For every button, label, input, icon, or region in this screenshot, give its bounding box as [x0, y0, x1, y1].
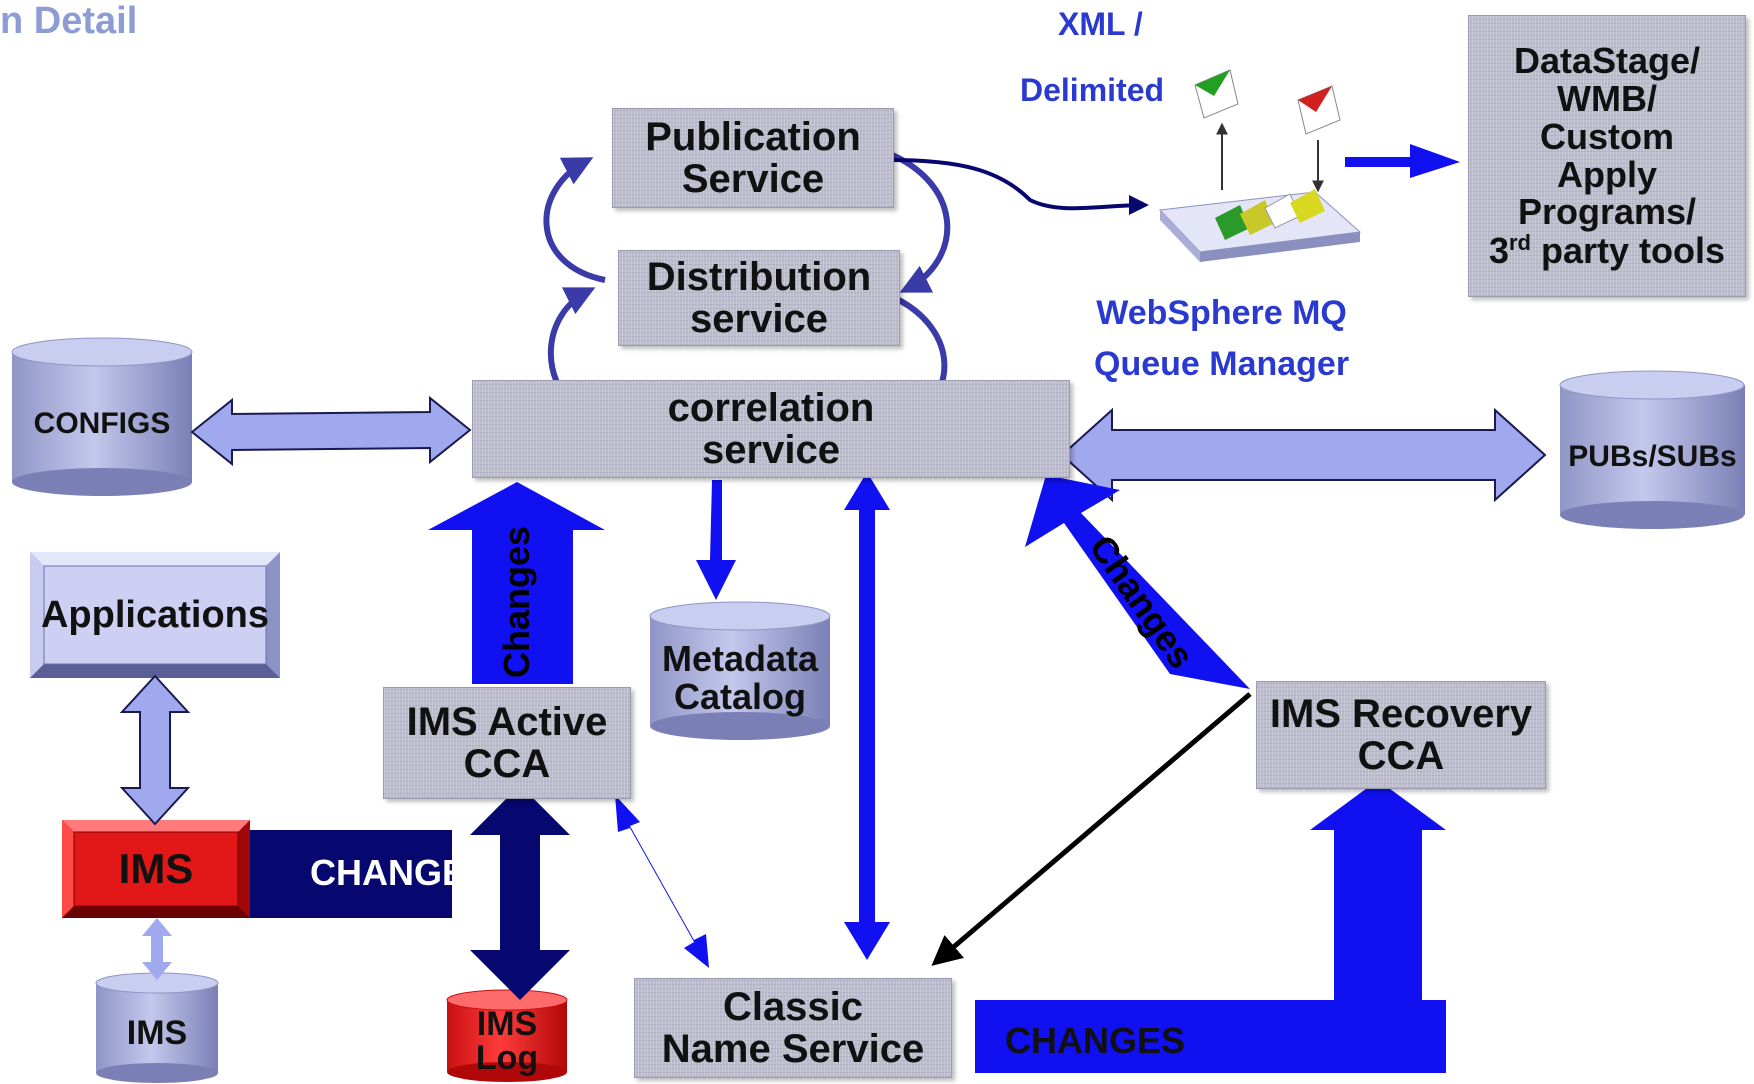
changes-ims-bar [250, 830, 452, 918]
websphere-mq-label-2: Queue Manager [1094, 345, 1350, 383]
datastage-label-4: Apply [1556, 153, 1657, 195]
publication-service-label-1: Publication [645, 115, 861, 159]
metadata-label-1: Metadata [661, 638, 819, 680]
changes-up-label: Changes [496, 525, 537, 678]
correlation-service[interactable]: correlation service [472, 380, 1070, 478]
datastage-label-1: DataStage/ [1513, 40, 1701, 82]
ims-box[interactable]: IMS [118, 845, 194, 892]
ims-log-label-1: IMS [476, 1005, 538, 1043]
datastage-label-6c: party tools [1531, 230, 1726, 272]
datastage-right-arrow [1345, 144, 1460, 178]
correlation-service-label-1: correlation [667, 386, 875, 430]
ims-db-double-arrow [142, 918, 172, 980]
classic-name-service-label-2: Name Service [661, 1027, 925, 1071]
classic-name-service[interactable]: Classic Name Service [634, 978, 952, 1078]
ims-recovery-cca[interactable]: IMS Recovery CCA [1256, 681, 1546, 789]
ims-recovery-cca-label-2: CCA [1357, 734, 1445, 778]
changes-diagonal-arrow [1025, 475, 1250, 689]
configs-db[interactable]: CONFIGS [33, 407, 171, 440]
active-log-double-arrow [470, 785, 570, 1000]
metadata-label-2: Catalog [673, 676, 806, 717]
ims-log-db-shape [446, 989, 568, 1082]
datastage-label-6b: rd [1509, 230, 1531, 256]
recovery-classic-arrow [931, 692, 1252, 966]
configs-double-arrow [190, 395, 472, 467]
classic-correlation-arrow [844, 472, 890, 960]
changes-bottom-bar [975, 1000, 1446, 1073]
distribution-service-label-1: Distribution [646, 255, 872, 299]
changes-up-arrow [428, 482, 605, 684]
correlation-service-label-2: service [702, 428, 840, 472]
datastage-label-6a: 3 [1488, 230, 1509, 272]
datastage-apply-programs[interactable]: DataStage/ WMB/ Custom Apply Programs/ 3… [1468, 15, 1746, 297]
page-title: n Detail [0, 0, 138, 42]
mq-queue-manager-icon [1158, 69, 1362, 262]
metadata-db-shape [649, 601, 831, 740]
datastage-label-5: Programs/ [1517, 191, 1697, 233]
publication-service[interactable]: Publication Service [612, 108, 894, 208]
ims-db[interactable]: IMS [126, 1013, 188, 1052]
websphere-mq-label-1: WebSphere MQ [1096, 294, 1347, 332]
metadata-catalog-db[interactable]: Metadata Catalog [650, 630, 830, 726]
changes-ims-label: CHANGES [310, 852, 491, 893]
datastage-label-6: 3rd party tools [1489, 231, 1725, 270]
ims-log-db[interactable]: IMS Log [447, 1006, 567, 1076]
active-classic-arrow [615, 795, 709, 968]
publication-service-label-2: Service [681, 157, 825, 201]
ims-db-shape [95, 972, 219, 1083]
xml-label: XML / [1058, 6, 1143, 42]
pub-dist-curve-right [878, 147, 951, 293]
datastage-label-3: Custom [1540, 115, 1674, 157]
applications-box[interactable]: Applications [40, 593, 270, 636]
ims-active-cca-label-1: IMS Active [406, 700, 608, 744]
metadata-down-arrow [696, 480, 736, 600]
distribution-service-label-2: service [690, 297, 828, 341]
pubs-subs-db-shape [1559, 370, 1745, 529]
ims-active-cca[interactable]: IMS Active CCA [383, 687, 631, 799]
distribution-service[interactable]: Distribution service [618, 250, 900, 346]
ims-active-cca-label-2: CCA [463, 742, 551, 786]
apps-ims-double-arrow [119, 674, 191, 826]
pubs-subs-db[interactable]: PUBs/SUBs [1568, 440, 1737, 473]
pub-mq-curve [889, 158, 1149, 216]
ims-log-label-2: Log [475, 1039, 539, 1077]
ims-recovery-cca-label-1: IMS Recovery [1269, 692, 1533, 736]
datastage-label-2: WMB/ [1557, 77, 1657, 119]
ims-box-shape [62, 820, 250, 918]
changes-bottom-label: CHANGES [1005, 1020, 1186, 1061]
applications-box-shape [30, 552, 280, 678]
recovery-up-arrow [1310, 780, 1446, 1000]
dist-pub-curve-left [543, 157, 606, 283]
delimited-label: Delimited [1020, 72, 1165, 108]
classic-name-service-label-1: Classic [722, 985, 864, 1029]
websphere-mq-label: WebSphere MQ Queue Manager [1094, 288, 1349, 390]
pubs-subs-double-arrow [1060, 407, 1547, 503]
configs-db-shape [11, 337, 193, 496]
